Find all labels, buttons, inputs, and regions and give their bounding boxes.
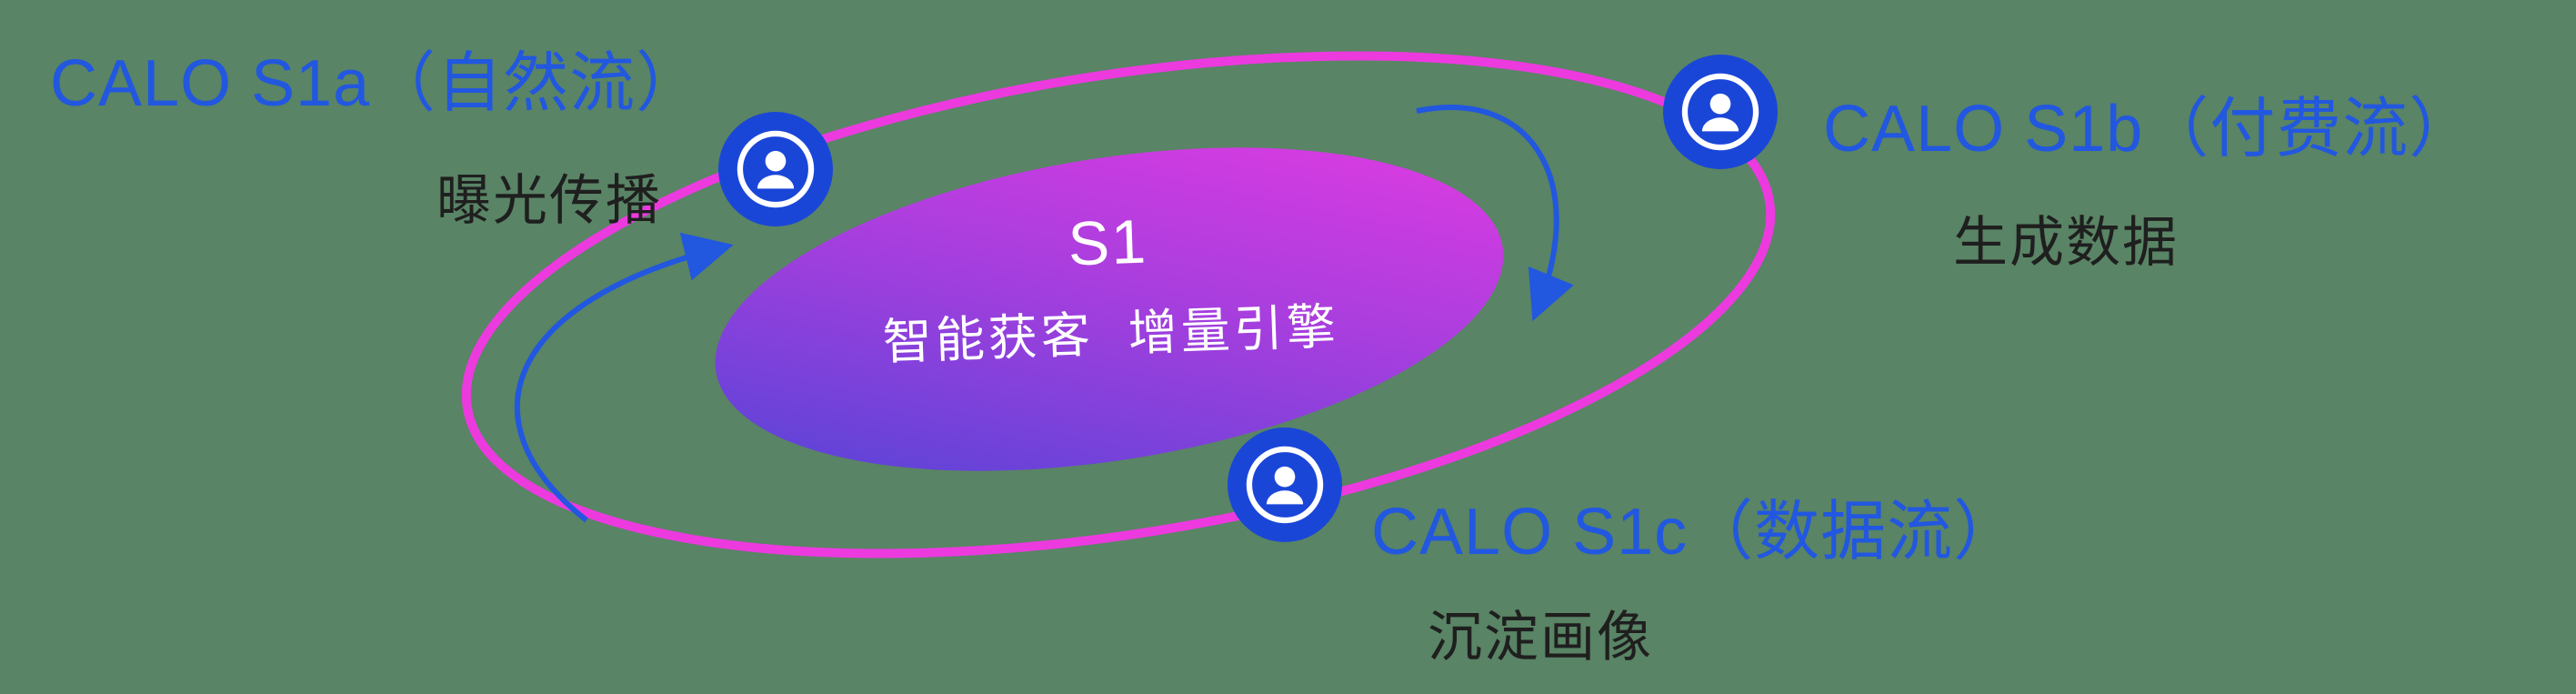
- node-s1a-subtitle: 曝光传播: [436, 170, 662, 231]
- node-s1b: [1663, 55, 1778, 169]
- person-icon: [718, 112, 833, 226]
- node-s1b-subtitle: 生成数据: [1953, 212, 2179, 273]
- flow-arrow-left: [514, 232, 734, 523]
- node-s1a-title: CALO S1a（自然流）: [50, 47, 703, 120]
- node-s1c-title: CALO S1c（数据流）: [1371, 496, 2020, 568]
- person-icon: [1663, 55, 1778, 169]
- node-s1a: [718, 112, 833, 226]
- node-s1c-subtitle: 沉淀画像: [1428, 607, 1653, 668]
- node-s1b-title: CALO S1b（付费流）: [1823, 93, 2476, 166]
- orbit-ring: [461, 51, 1776, 558]
- core-ellipse: [715, 147, 1504, 471]
- flow-arrow-right: [1416, 105, 1574, 322]
- core-label: S1 智能获客 增量引擎: [779, 197, 1439, 377]
- node-s1c: [1228, 427, 1342, 542]
- person-icon: [1228, 427, 1342, 542]
